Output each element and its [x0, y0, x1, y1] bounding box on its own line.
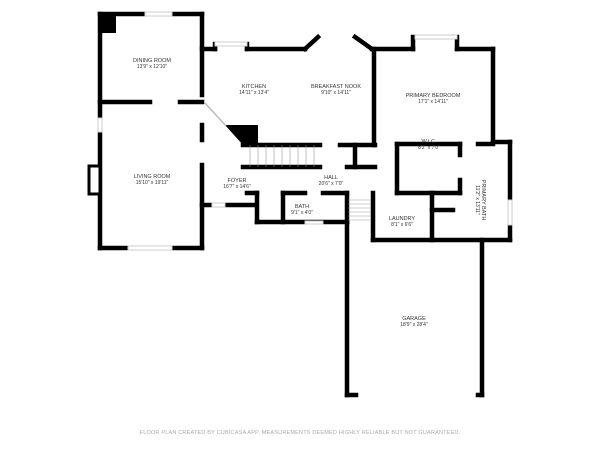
room-name: GARAGE — [402, 316, 426, 322]
room-size: 15'10" x 19'11" — [136, 180, 169, 186]
room-size: 9'1" x 4'0" — [291, 210, 313, 216]
window — [211, 202, 226, 208]
window — [507, 199, 513, 226]
room-name: PRIMARY BATH — [480, 180, 486, 221]
window — [414, 34, 458, 40]
room-size: 9'10" x 14'11" — [321, 90, 351, 96]
door-swing — [204, 102, 227, 127]
wall — [351, 33, 376, 53]
chimney — [102, 16, 116, 33]
windows — [97, 11, 513, 251]
window — [304, 220, 324, 225]
room-size: 14'11" x 13'4" — [239, 90, 269, 96]
room-name: LAUNDRY — [389, 216, 416, 222]
room-name: KITCHEN — [242, 84, 266, 90]
wall — [301, 33, 322, 53]
stair-landing — [225, 125, 258, 145]
window — [214, 41, 248, 47]
room-size: 17'1" x 14'11" — [418, 99, 448, 105]
room-size: 18'9" x 28'4" — [400, 322, 428, 328]
window — [127, 245, 173, 251]
room-size: 20'6" x 7'0" — [319, 181, 344, 187]
room-label-w-i-c: W.I.C.8'2" x 7'0" — [418, 139, 440, 151]
room-size: 16'7" x 14'6" — [223, 184, 251, 190]
room-name: W.I.C. — [422, 139, 437, 145]
room-name: LIVING ROOM — [134, 174, 171, 180]
room-name: PRIMARY BEDROOM — [406, 93, 461, 99]
fireplace-icon — [87, 164, 102, 196]
window — [97, 117, 103, 133]
room-name: FOYER — [228, 178, 247, 184]
disclaimer-footer: FLOOR PLAN CREATED BY CUBICASA APP. MEAS… — [139, 430, 461, 436]
room-size: 8'1" x 6'6" — [391, 222, 413, 228]
room-name: DINING ROOM — [133, 58, 171, 64]
room-size: 13'9" x 12'10" — [137, 64, 167, 70]
room-size: 11'2" x 13'11" — [474, 185, 480, 215]
room-name: HALL — [324, 175, 338, 181]
room-size: 8'2" x 7'0" — [418, 145, 440, 151]
room-name: BREAKFAST NOOK — [311, 84, 361, 90]
stairs — [249, 145, 371, 221]
room-name: BATH — [295, 204, 309, 210]
window — [144, 11, 173, 17]
